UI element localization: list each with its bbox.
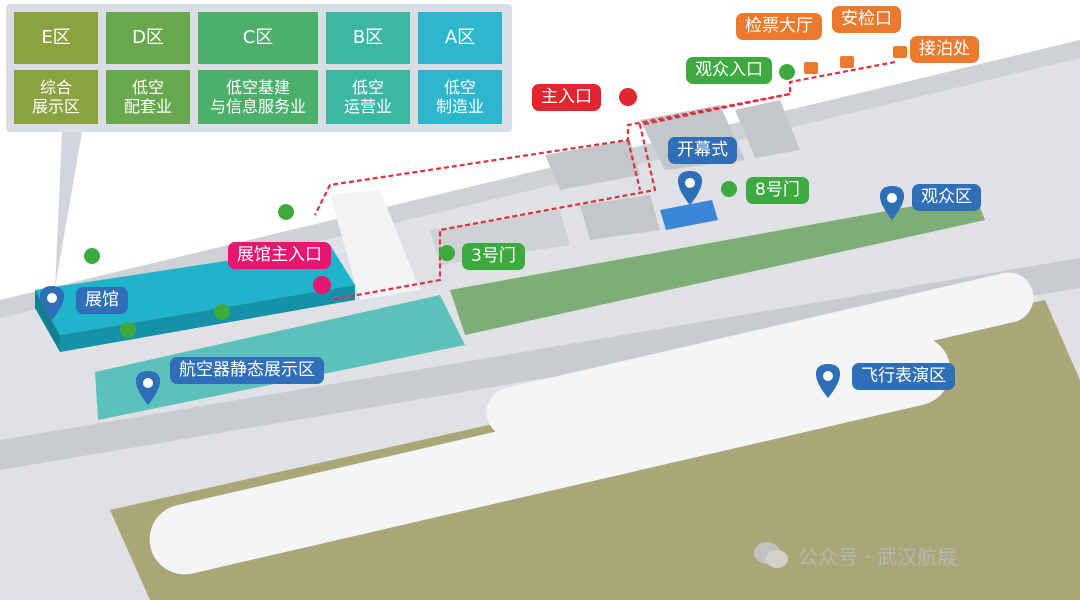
pin-flight-show (815, 364, 841, 398)
label-exhibition-hall: 展馆 (76, 287, 128, 314)
ticket-hall-icon (804, 62, 818, 74)
hall-side (35, 290, 60, 352)
zone-b-category: 低空 运营业 (326, 70, 410, 124)
building-1 (330, 190, 420, 300)
wechat-icon (754, 542, 788, 568)
zone-c-category: 低空基建 与信息服务业 (198, 70, 318, 124)
stage (660, 200, 718, 230)
zone-c-name: C区 (198, 12, 318, 64)
watermark: 公众号 · 武汉航展 (752, 540, 957, 570)
label-audience-entrance: 观众入口 (686, 57, 772, 84)
zone-e-name: E区 (14, 12, 98, 64)
zone-d-name: D区 (106, 12, 190, 64)
building-5 (580, 195, 660, 240)
label-ticket-hall: 检票大厅 (736, 13, 822, 40)
pin-audience-area (879, 186, 905, 220)
label-main-entrance: 主入口 (532, 84, 601, 111)
label-security-check: 安检口 (832, 6, 901, 33)
label-gate8: 8号门 (746, 177, 809, 204)
zone-legend: E区 D区 C区 B区 A区 综合 展示区 低空 配套业 低空基建 与信息服务业… (6, 4, 512, 132)
zone-a-name: A区 (418, 12, 502, 64)
runway-white-1 (149, 335, 951, 575)
runway-white-2 (486, 272, 1034, 438)
label-pickup-point: 接泊处 (910, 36, 979, 63)
label-hall-main-entrance: 展馆主入口 (228, 242, 331, 269)
building-2 (545, 140, 640, 190)
label-static-display: 航空器静态展示区 (170, 357, 324, 384)
zone-e-category: 综合 展示区 (14, 70, 98, 124)
road-outer (0, 258, 1080, 470)
pin-exhibition-hall (39, 286, 65, 320)
route-lines (314, 60, 896, 302)
legend-pointer (55, 132, 82, 288)
pin-static-display (135, 371, 161, 405)
zone-a-category: 低空 制造业 (418, 70, 502, 124)
audience-field (450, 195, 985, 335)
security-icon (840, 56, 854, 68)
walk-icons (84, 64, 795, 338)
label-flight-show: 飞行表演区 (852, 363, 955, 390)
building-4 (735, 100, 800, 158)
label-audience-area: 观众区 (912, 184, 981, 211)
zone-d-category: 低空 配套业 (106, 70, 190, 124)
zone-b-name: B区 (326, 12, 410, 64)
label-opening-ceremony: 开幕式 (668, 137, 737, 164)
label-gate3: 3号门 (462, 243, 525, 270)
pin-opening-ceremony (677, 171, 703, 205)
bus-icon (893, 46, 907, 58)
watermark-text: 公众号 · 武汉航展 (798, 544, 958, 569)
